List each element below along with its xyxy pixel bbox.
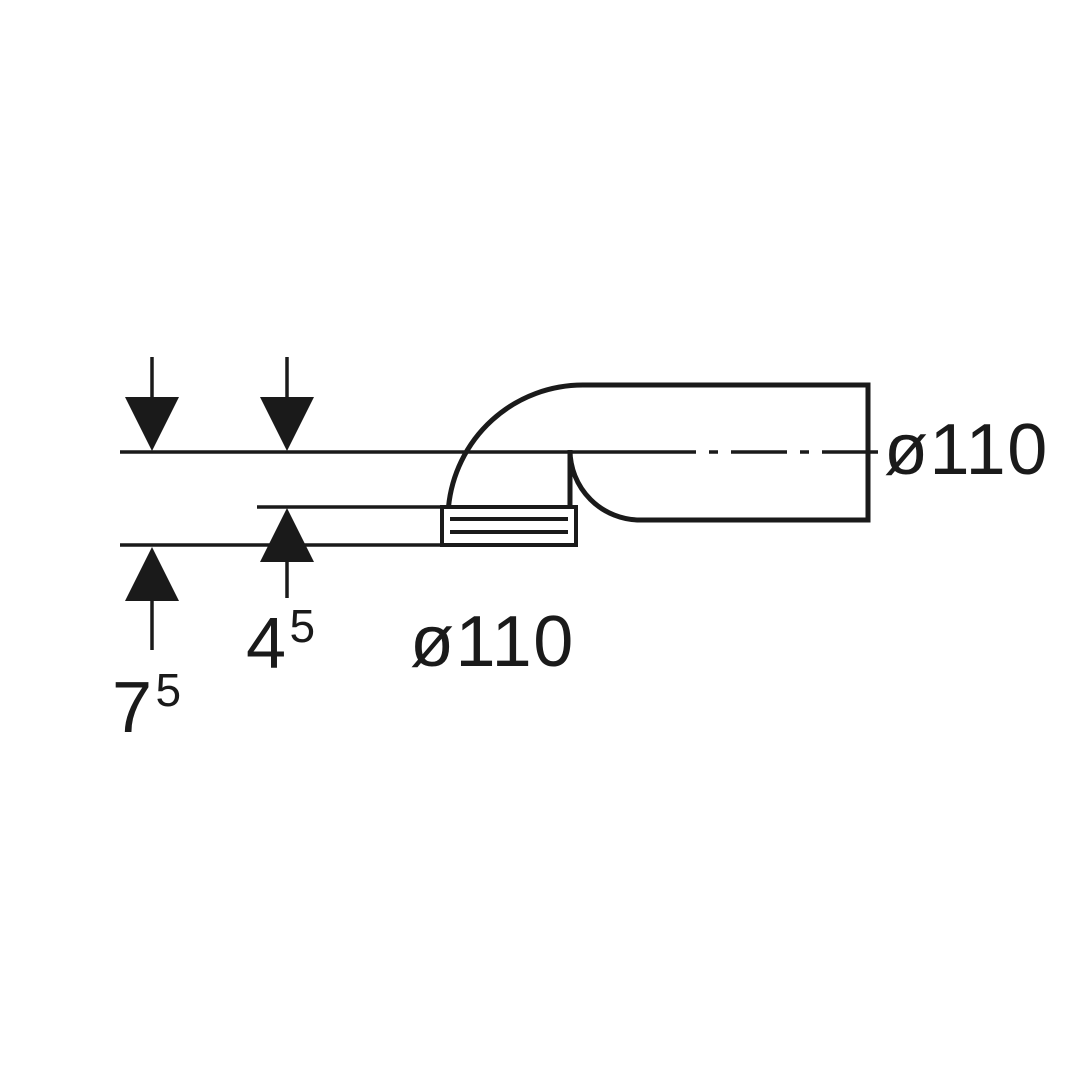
dimension-45-superscript: 5 bbox=[289, 600, 316, 652]
dimension-75-value: 7 bbox=[112, 668, 154, 748]
arrowhead-down-right bbox=[260, 397, 314, 451]
pipe-body-outline bbox=[567, 382, 871, 523]
elbow-outer-curve bbox=[446, 382, 584, 508]
dimension-arrows bbox=[125, 357, 314, 650]
diameter-label-bottom: ø110 bbox=[410, 606, 575, 678]
diameter-label-right-text: ø110 bbox=[884, 410, 1049, 490]
dimension-45-value: 4 bbox=[246, 604, 288, 684]
socket-flange bbox=[440, 505, 578, 547]
dimension-label-75: 75 bbox=[112, 667, 181, 744]
arrowhead-down-left bbox=[125, 397, 179, 451]
pipe-elbow-outline bbox=[446, 382, 871, 523]
diameter-label-right: ø110 bbox=[884, 414, 1049, 486]
diameter-label-bottom-text: ø110 bbox=[410, 602, 575, 682]
arrowhead-up-75 bbox=[125, 547, 179, 601]
dimension-75-superscript: 5 bbox=[155, 664, 182, 716]
flange-outline bbox=[440, 505, 578, 547]
dimension-label-45: 45 bbox=[246, 603, 315, 680]
arrowhead-up-45 bbox=[260, 508, 314, 562]
